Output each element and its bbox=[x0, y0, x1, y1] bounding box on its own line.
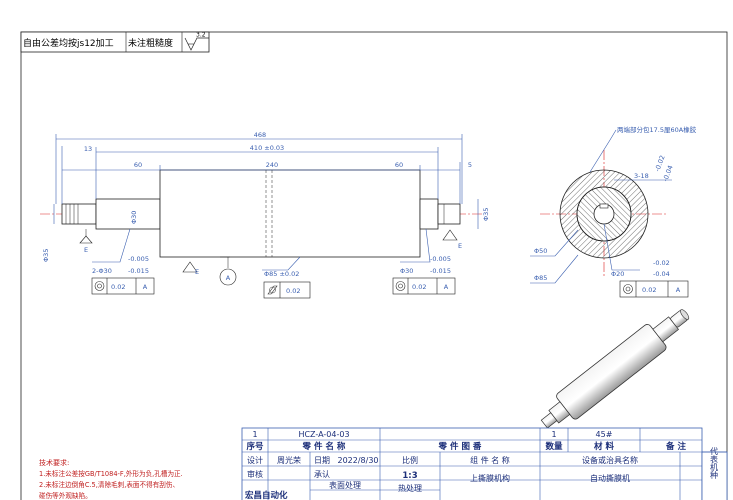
tb-row1-material: 45# bbox=[596, 430, 613, 439]
datum-e-right: E bbox=[458, 242, 462, 250]
sheet-border bbox=[20, 31, 728, 500]
tb-equipment-label: 设备或治具名称 bbox=[582, 455, 638, 465]
side-dia-85: Φ85 bbox=[534, 274, 547, 282]
fcf-side-datum: A bbox=[676, 286, 681, 294]
tb-approve-label: 承认 bbox=[314, 469, 330, 479]
tb-date-label: 日期 bbox=[314, 456, 330, 465]
side-view: 两端部分包17.5厘60A橡胶 3-18 -0.02 -0.04 Φ50 Φ85… bbox=[530, 125, 697, 298]
title-block: 1 HCZ-A-04-03 1 45# 序号 零 件 名 称 零 件 图 番 数… bbox=[241, 427, 728, 500]
tb-head-qty: 数量 bbox=[545, 441, 563, 452]
dim-middle: 240 bbox=[266, 161, 278, 169]
dim-right-end: 5 bbox=[468, 161, 472, 169]
side-dia-50: Φ50 bbox=[534, 247, 547, 255]
roughness-value: 3.2 bbox=[196, 32, 206, 39]
datum-e-left: E bbox=[84, 246, 88, 254]
tb-head-seq: 序号 bbox=[245, 441, 264, 452]
fcf-right-value: 0.02 bbox=[412, 283, 426, 291]
fcf-mid-value: 0.02 bbox=[286, 287, 300, 295]
tb-row1-qty: 1 bbox=[551, 430, 556, 439]
concentricity-icon bbox=[623, 284, 633, 294]
dim-right-shaft-dia: Φ35 bbox=[482, 208, 490, 221]
datum-a: A bbox=[226, 274, 231, 282]
notes-line-1: 1.未标注公差按GB/T1084-F,外形为负,孔槽为正. bbox=[39, 469, 183, 478]
notes-line-3: 碰伤等外观缺陷。 bbox=[39, 491, 92, 500]
tb-head-part-name: 零 件 名 称 bbox=[302, 441, 346, 452]
dim-right-step: 60 bbox=[395, 161, 403, 169]
body-tol: Φ85 ±0.02 bbox=[264, 270, 299, 278]
roughness-icon bbox=[184, 37, 209, 51]
cylindricity-icon bbox=[267, 285, 278, 295]
concentricity-icon bbox=[94, 281, 105, 291]
right-tol-upper: -0.005 bbox=[430, 255, 451, 263]
fcf-left: 0.02 A bbox=[91, 277, 155, 295]
fcf-mid: 0.02 bbox=[263, 281, 311, 299]
tb-design-label: 设计 bbox=[247, 455, 263, 465]
fcf-right: 0.02 A bbox=[392, 277, 456, 295]
tb-assembly: 上撕膜机构 bbox=[470, 473, 510, 483]
left-tol-dia: 2-Φ30 bbox=[92, 267, 112, 275]
datum-triangle bbox=[182, 261, 198, 273]
dim-left-shaft-dia: Φ30 bbox=[130, 211, 138, 224]
tb-head-remark: 备 注 bbox=[665, 441, 686, 452]
iso-view bbox=[540, 309, 690, 429]
fcf-side-value: 0.02 bbox=[642, 286, 656, 294]
dim-center-length: 410 ±0.03 bbox=[250, 144, 284, 152]
tb-company: 宏昌自动化 bbox=[245, 490, 288, 500]
dim-overall-length: 468 bbox=[254, 131, 266, 139]
datum-triangle bbox=[442, 229, 458, 241]
front-view: 468 410 ±0.03 13 60 240 60 5 Φ35 Φ30 Φ35… bbox=[40, 131, 490, 299]
datum-e-mid: E bbox=[195, 268, 199, 276]
tb-row1-seq: 1 bbox=[252, 430, 257, 439]
dim-left-end-dia: Φ35 bbox=[42, 249, 50, 262]
tb-equipment: 自动撕膜机 bbox=[590, 473, 630, 483]
dim-left-step: 60 bbox=[134, 161, 142, 169]
side-dia-20: Φ20 bbox=[611, 270, 624, 278]
right-tol-lower: -0.015 bbox=[430, 267, 451, 275]
fcf-right-datum: A bbox=[444, 283, 449, 291]
dim-left-end: 13 bbox=[84, 145, 92, 153]
tb-code-label: 代表机种 bbox=[710, 446, 719, 480]
tb-head-drawing-no: 零 件 图 番 bbox=[438, 441, 482, 452]
datum-a-circle bbox=[219, 268, 237, 286]
side-callout: 两端部分包17.5厘60A橡胶 bbox=[617, 125, 697, 134]
tb-date: 2022/8/30 bbox=[337, 456, 378, 465]
tb-review-label: 审核 bbox=[247, 469, 263, 479]
tolerance-note: 自由公差均按js12加工 bbox=[23, 37, 114, 49]
fcf-side: 0.02 A bbox=[619, 280, 689, 298]
fcf-left-datum: A bbox=[143, 283, 148, 291]
tb-surface-label: 表面处理 bbox=[329, 480, 361, 490]
tb-heat-label: 热处理 bbox=[398, 483, 422, 493]
tech-notes: 技术要求: 1.未标注公差按GB/T1084-F,外形为负,孔槽为正. 2.未标… bbox=[39, 458, 183, 500]
tb-assembly-label: 组 件 名 称 bbox=[470, 455, 510, 465]
notes-title: 技术要求: bbox=[39, 458, 69, 467]
side-dia-20-lower: -0.04 bbox=[653, 270, 670, 278]
roughness-label: 未注粗糙度 bbox=[128, 37, 173, 49]
datum-triangle bbox=[79, 235, 93, 244]
concentricity-icon bbox=[395, 281, 406, 291]
fcf-left-value: 0.02 bbox=[111, 283, 125, 291]
tb-scale-label: 比例 bbox=[402, 455, 418, 465]
tb-scale: 1:3 bbox=[402, 471, 417, 481]
tb-designer: 周光荣 bbox=[277, 455, 301, 465]
keyway-dim: 3-18 bbox=[634, 172, 649, 180]
notes-line-2: 2.未标注边倒角C.5,清除毛刺,表面不得有刮伤、 bbox=[39, 480, 179, 489]
tb-row1-part-no: HCZ-A-04-03 bbox=[298, 430, 349, 439]
side-dia-20-upper: -0.02 bbox=[653, 259, 670, 267]
left-tol-upper: -0.005 bbox=[128, 255, 149, 263]
right-tol-dia: Φ30 bbox=[400, 267, 413, 275]
header-note: 自由公差均按js12加工 未注粗糙度 3.2 bbox=[20, 32, 210, 53]
left-tol-lower: -0.015 bbox=[128, 267, 149, 275]
keyway-tol-lower: -0.04 bbox=[661, 164, 674, 183]
tb-head-material: 材 料 bbox=[593, 441, 614, 452]
